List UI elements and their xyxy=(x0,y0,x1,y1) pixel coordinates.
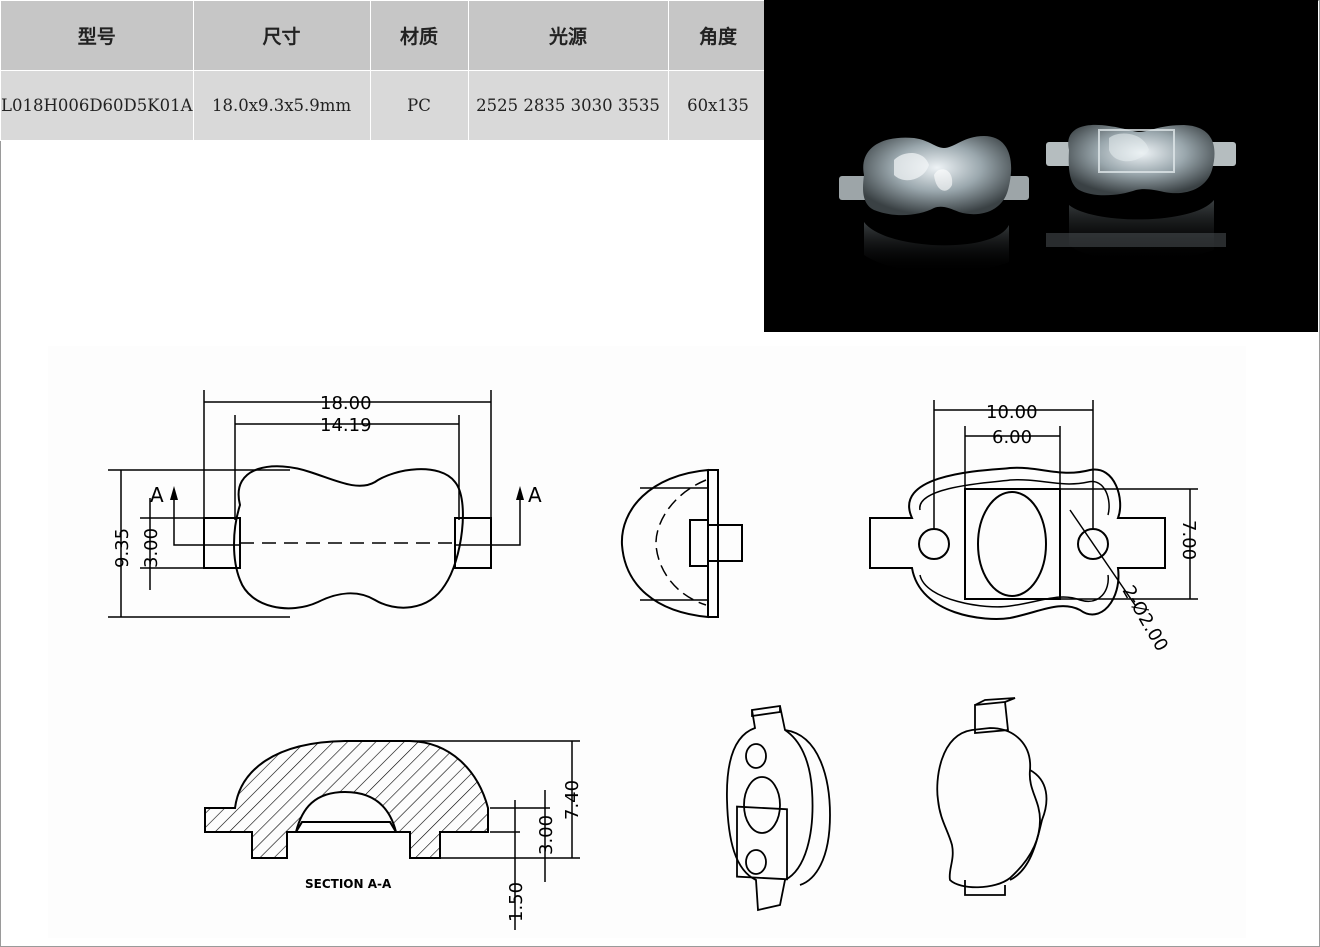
side-view-drawing xyxy=(620,468,743,619)
top-view-drawing xyxy=(108,390,524,618)
dim-width-inner: 14.19 xyxy=(320,415,372,436)
cell-model: L018H006D60D5K01A xyxy=(0,70,194,141)
cell-material: PC xyxy=(369,70,469,141)
technical-drawing: 18.00 14.19 9.35 3.00 A A xyxy=(48,346,1246,938)
header-material: 材质 xyxy=(369,0,469,71)
dim-section-cavity: 3.00 xyxy=(536,815,557,855)
section-mark-right: A xyxy=(528,483,542,507)
spec-data-row: L018H006D60D5K01A 18.0x9.3x5.9mm PC 2525… xyxy=(0,70,769,141)
dim-hole-callout: 2-Ø2.00 xyxy=(1118,582,1172,655)
dim-width-outer: 18.00 xyxy=(320,393,372,414)
iso-bottom-drawing xyxy=(726,704,831,912)
dim-cavity-width: 6.00 xyxy=(992,427,1032,448)
header-model: 型号 xyxy=(0,0,194,71)
spec-header-row: 型号 尺寸 材质 光源 角度 xyxy=(0,0,769,71)
section-view-drawing xyxy=(204,740,580,930)
lens-right-image xyxy=(1046,124,1236,262)
header-size: 尺寸 xyxy=(192,0,371,71)
section-caption: SECTION A-A xyxy=(305,877,392,891)
dim-hole-pitch: 10.00 xyxy=(986,402,1038,423)
cell-light-source: 2525 2835 3030 3535 xyxy=(467,70,669,141)
lens-left-image xyxy=(839,136,1029,274)
product-photo xyxy=(764,0,1318,332)
dim-cavity-height: 7.00 xyxy=(1178,520,1199,560)
section-mark-left: A xyxy=(150,483,164,507)
header-light-source: 光源 xyxy=(467,0,669,71)
bottom-view-drawing xyxy=(869,400,1198,620)
spec-table: 型号 尺寸 材质 光源 角度 L018H006D60D5K01A 18.0x9.… xyxy=(0,0,769,141)
header-angle: 角度 xyxy=(667,0,769,71)
iso-top-drawing xyxy=(936,697,1048,896)
dim-section-height: 7.40 xyxy=(562,780,583,820)
dim-height-total: 9.35 xyxy=(112,528,133,568)
dim-tab-height: 3.00 xyxy=(141,528,162,568)
dim-tab-thickness: 1.50 xyxy=(506,882,527,922)
cell-size: 18.0x9.3x5.9mm xyxy=(192,70,371,141)
cell-angle: 60x135 xyxy=(667,70,769,141)
